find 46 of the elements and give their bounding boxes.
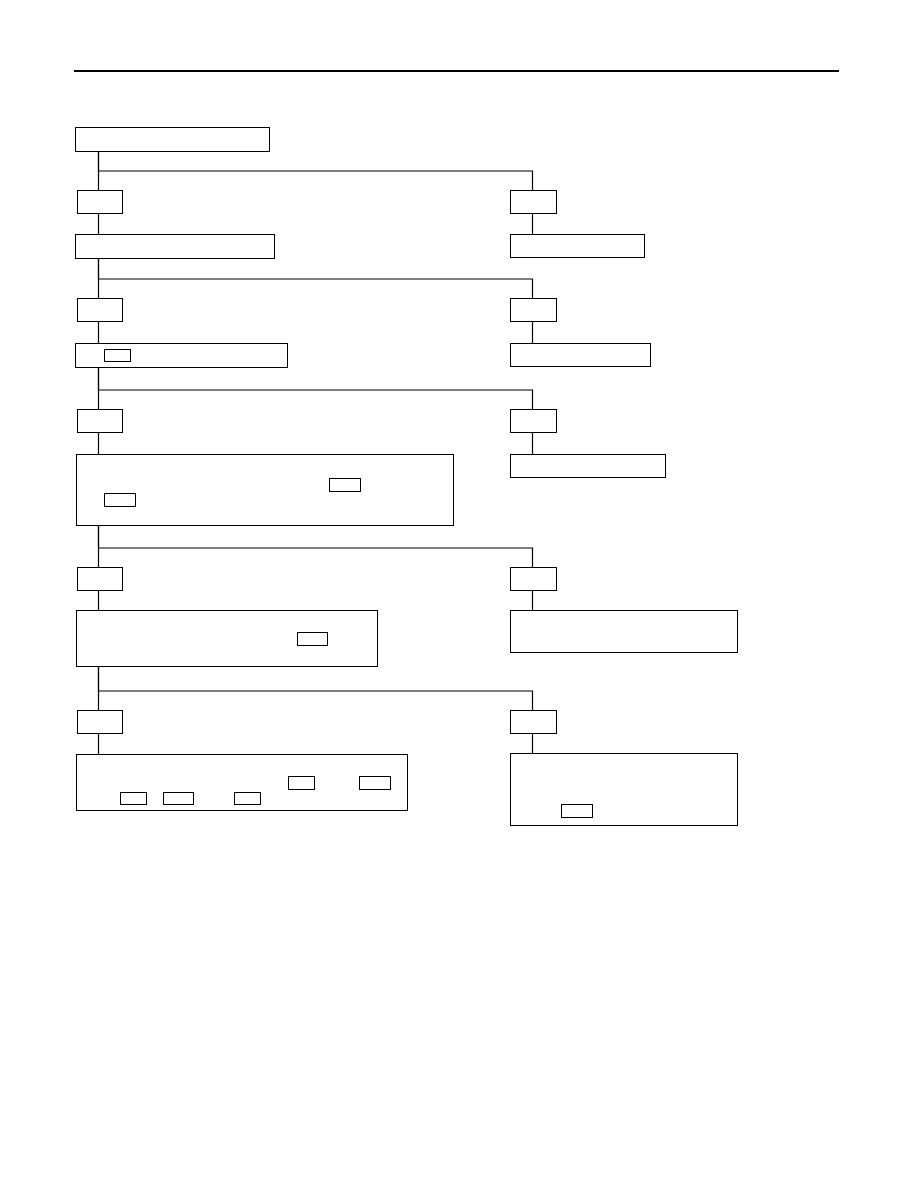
flow-box xyxy=(510,234,645,258)
step-tag-box xyxy=(77,409,123,433)
connector-line xyxy=(97,321,100,344)
inline-box xyxy=(288,776,315,790)
connector-line xyxy=(97,525,534,568)
flow-box xyxy=(510,610,738,653)
step-tag-box xyxy=(510,567,557,591)
step-tag-box xyxy=(77,298,123,322)
inline-box xyxy=(104,349,131,362)
flow-box xyxy=(510,343,651,367)
connector-line xyxy=(531,432,534,455)
step-tag-box xyxy=(510,298,557,322)
connector-line xyxy=(531,321,534,344)
connector-line xyxy=(97,151,534,191)
flow-box xyxy=(76,754,408,811)
flow-box xyxy=(75,343,288,368)
connector-line xyxy=(97,213,100,235)
connector-line xyxy=(97,590,100,611)
flow-box xyxy=(76,454,454,526)
connector-line xyxy=(97,666,534,711)
flow-box xyxy=(76,610,378,667)
inline-box xyxy=(104,493,136,507)
connector-line xyxy=(97,367,534,410)
connector-line xyxy=(531,590,534,611)
inline-box xyxy=(120,792,147,805)
flow-box xyxy=(510,753,738,826)
flow-box xyxy=(75,234,275,259)
inline-box xyxy=(561,804,593,818)
step-tag-box xyxy=(510,710,557,734)
flow-box xyxy=(510,454,666,478)
connector-line xyxy=(97,432,100,455)
step-tag-box xyxy=(510,190,557,214)
inline-box xyxy=(359,776,391,790)
inline-box xyxy=(297,632,328,646)
step-tag-box xyxy=(77,710,123,734)
step-tag-box xyxy=(77,567,123,591)
connector-line xyxy=(531,733,534,754)
inline-box xyxy=(234,792,261,805)
step-tag-box xyxy=(77,190,123,214)
flow-box xyxy=(75,127,270,152)
connector-line xyxy=(531,213,534,235)
step-tag-box xyxy=(510,409,557,433)
connector-line xyxy=(97,733,100,755)
inline-box xyxy=(329,478,361,492)
connector-line xyxy=(97,258,534,299)
inline-box xyxy=(163,792,194,805)
